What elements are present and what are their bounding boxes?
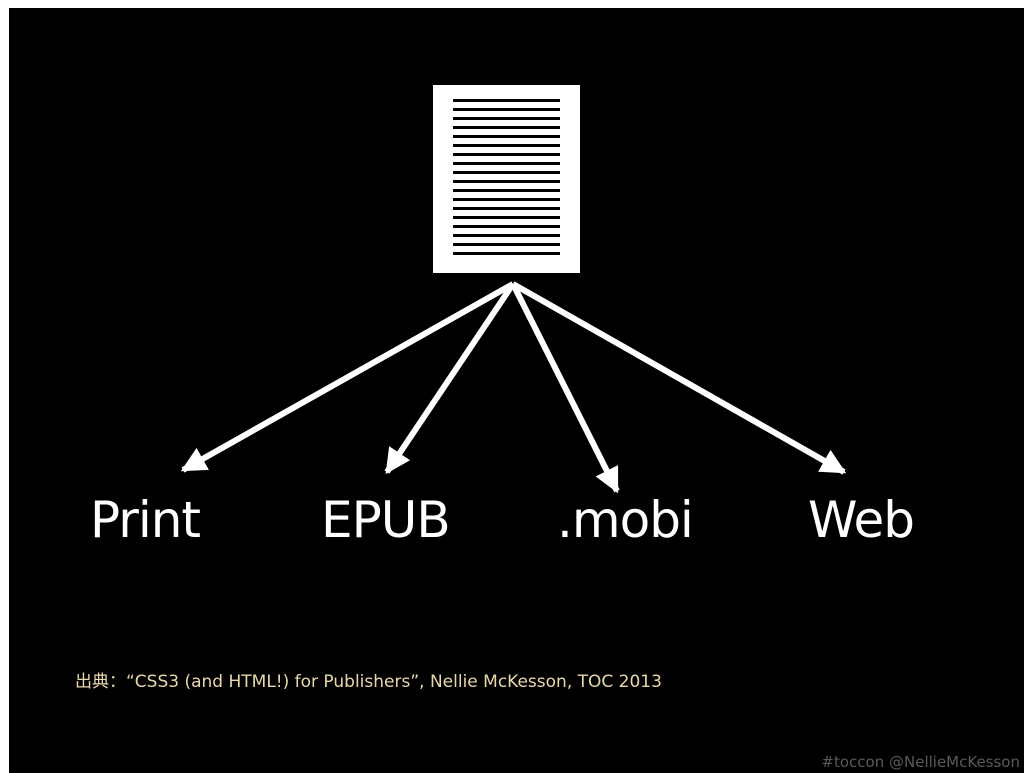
document-text-line bbox=[453, 153, 560, 156]
slide: Print EPUB .mobi Web 出典：“CSS3 (and HTML!… bbox=[9, 8, 1024, 773]
document-text-line bbox=[453, 252, 560, 255]
arrow-to-print bbox=[180, 281, 515, 473]
document-text-line bbox=[453, 207, 560, 210]
arrow-to-web bbox=[511, 281, 847, 475]
document-text-line bbox=[453, 99, 560, 102]
citation: 出典：“CSS3 (and HTML!) for Publishers”, Ne… bbox=[75, 672, 662, 692]
document-text-line bbox=[453, 162, 560, 165]
document-text-line bbox=[453, 144, 560, 147]
document-text-line bbox=[453, 198, 560, 201]
arrows bbox=[180, 281, 847, 494]
document-icon bbox=[433, 85, 580, 273]
document-text-line bbox=[453, 108, 560, 111]
label-print: Print bbox=[90, 491, 201, 549]
label-epub: EPUB bbox=[321, 491, 451, 549]
footer-handle: #toccon @NellieMcKesson bbox=[821, 753, 1020, 771]
document-text-line bbox=[453, 243, 560, 246]
document-text-line bbox=[453, 234, 560, 237]
arrow-to-epub bbox=[384, 282, 516, 475]
label-web: Web bbox=[808, 491, 915, 549]
document-text-line bbox=[453, 135, 560, 138]
label-mobi: .mobi bbox=[557, 491, 694, 549]
arrow-to-mobi bbox=[510, 282, 620, 494]
document-text-line bbox=[453, 189, 560, 192]
document-text-line bbox=[453, 180, 560, 183]
document-text-line bbox=[453, 117, 560, 120]
document-text-line bbox=[453, 225, 560, 228]
document-text-line bbox=[453, 126, 560, 129]
document-text-line bbox=[453, 216, 560, 219]
document-text-line bbox=[453, 171, 560, 174]
